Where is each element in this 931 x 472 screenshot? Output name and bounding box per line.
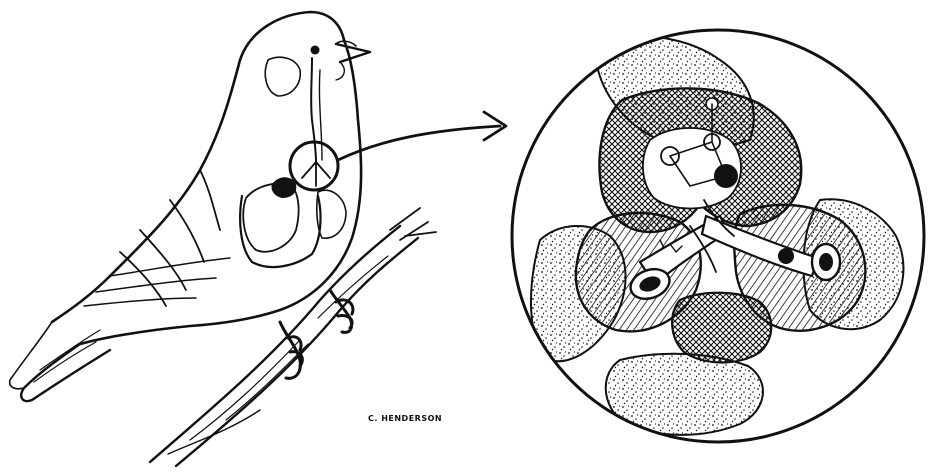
bird bbox=[10, 12, 370, 401]
syrinx-magnified-view bbox=[500, 20, 931, 460]
curved-arrow-icon bbox=[338, 112, 506, 160]
artist-signature: C. HENDERSON bbox=[368, 414, 442, 423]
